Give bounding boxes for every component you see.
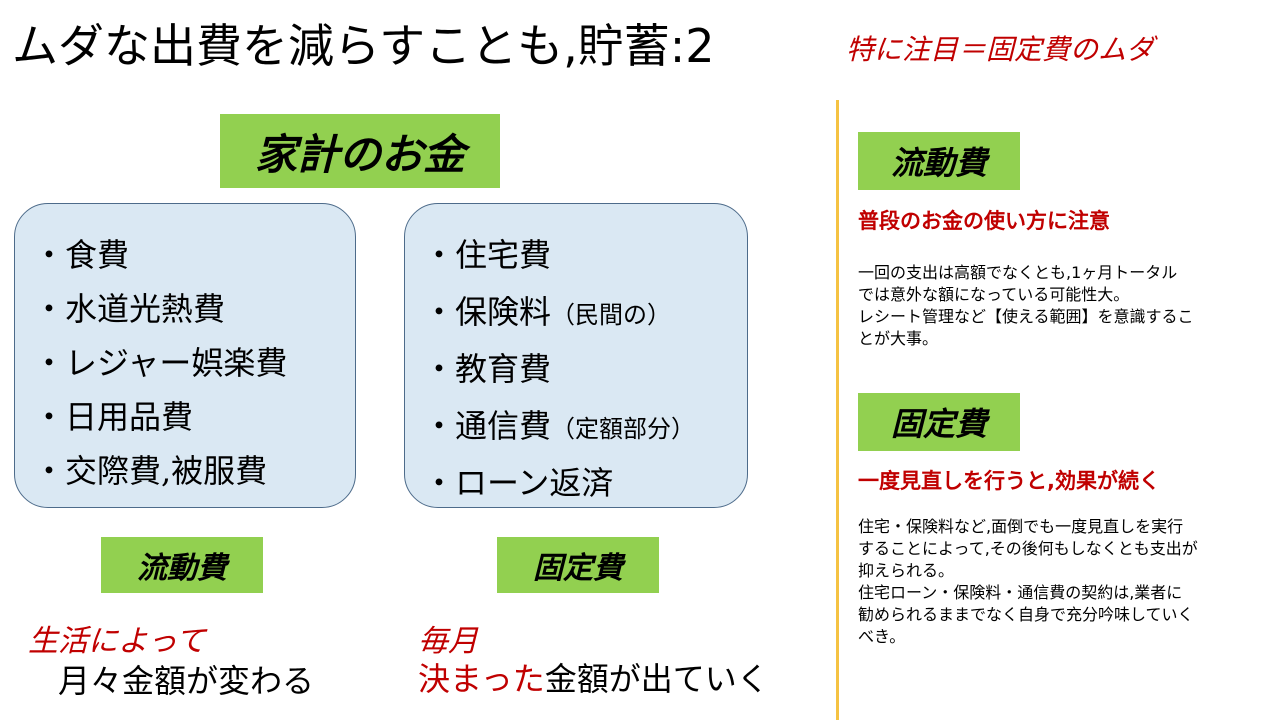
body-line: 一回の支出は高額でなくとも,1ヶ月トータル [858, 263, 1178, 282]
body-line: 勧められるままでなく自身で充分吟味していく [858, 605, 1194, 624]
item-text: ローン返済 [455, 464, 614, 502]
body-line: レシート管理など【使える範囲】を意識するこ [858, 307, 1194, 326]
item-note: （定額部分） [551, 415, 696, 443]
bullet-icon: ・ [33, 344, 66, 382]
body-line: とが大事。 [858, 329, 939, 348]
item-text: 通信費 [455, 407, 552, 445]
body-line: 住宅ローン・保険料・通信費の契約は,業者に [858, 583, 1183, 602]
bullet-icon: ・ [33, 452, 66, 490]
body-line: 抑えられる。 [858, 561, 955, 580]
variable-desc-line2: 月々金額が変わる [58, 662, 315, 700]
bullet-icon: ・ [33, 398, 66, 436]
bullet-icon: ・ [423, 464, 456, 502]
page-title: ムダな出費を減らすことも,貯蓄:2 [12, 19, 715, 73]
list-item: ・保険料（民間の） [423, 285, 747, 342]
body-line: べき。 [858, 627, 906, 646]
item-text: レジャー娯楽費 [65, 344, 288, 382]
item-text: 住宅費 [455, 236, 552, 274]
list-item: ・食費 [33, 228, 355, 282]
side-fixed-heading: 一度見直しを行うと,効果が続く [858, 469, 1160, 493]
list-item: ・水道光熱費 [33, 282, 355, 336]
body-line: では意外な額になっている可能性大。 [858, 285, 1130, 304]
fixed-desc-line1: 毎月 [418, 624, 478, 659]
item-text: 交際費,被服費 [65, 452, 268, 490]
household-money-label: 家計のお金 [220, 114, 500, 188]
list-item: ・住宅費 [423, 228, 747, 285]
variable-desc-line1: 生活によって [28, 624, 206, 659]
list-item: ・交際費,被服費 [33, 444, 355, 498]
fixed-costs-box: ・住宅費 ・保険料（民間の） ・教育費 ・通信費（定額部分） ・ローン返済 [404, 203, 748, 508]
vertical-divider [836, 100, 839, 720]
list-item: ・教育費 [423, 342, 747, 399]
fixed-desc-rest: 金額が出ていく [544, 660, 769, 698]
list-item: ・ローン返済 [423, 456, 747, 513]
body-line: 住宅・保険料など,面倒でも一度見直しを実行 [858, 517, 1184, 536]
bullet-icon: ・ [423, 350, 456, 388]
side-variable-label: 流動費 [858, 132, 1020, 190]
list-item: ・日用品費 [33, 390, 355, 444]
variable-costs-box: ・食費 ・水道光熱費 ・レジャー娯楽費 ・日用品費 ・交際費,被服費 [14, 203, 356, 508]
side-fixed-body: 住宅・保険料など,面倒でも一度見直しを実行 することによって,その後何もしなくと… [858, 516, 1268, 648]
item-text: 日用品費 [65, 398, 194, 436]
bullet-icon: ・ [423, 293, 456, 331]
side-fixed-label: 固定費 [858, 393, 1020, 451]
variable-costs-label: 流動費 [101, 537, 263, 593]
bullet-icon: ・ [423, 407, 456, 445]
page-subtitle: 特に注目＝固定費のムダ [846, 33, 1155, 66]
side-variable-body: 一回の支出は高額でなくとも,1ヶ月トータル では意外な額になっている可能性大。 … [858, 262, 1268, 350]
list-item: ・レジャー娯楽費 [33, 336, 355, 390]
item-text: 保険料 [455, 293, 552, 331]
item-note: （民間の） [551, 301, 672, 329]
bullet-icon: ・ [33, 236, 66, 274]
fixed-costs-label: 固定費 [497, 537, 659, 593]
bullet-icon: ・ [423, 236, 456, 274]
fixed-desc-line2: 決まった金額が出ていく [418, 654, 769, 700]
body-line: することによって,その後何もしなくとも支出が [858, 539, 1198, 558]
bullet-icon: ・ [33, 290, 66, 328]
item-text: 教育費 [455, 350, 552, 388]
side-variable-heading: 普段のお金の使い方に注意 [858, 209, 1110, 233]
item-text: 食費 [65, 236, 130, 274]
fixed-costs-list: ・住宅費 ・保険料（民間の） ・教育費 ・通信費（定額部分） ・ローン返済 [405, 204, 747, 513]
fixed-desc-highlight: 決まった [418, 660, 545, 698]
item-text: 水道光熱費 [65, 290, 226, 328]
list-item: ・通信費（定額部分） [423, 399, 747, 456]
variable-costs-list: ・食費 ・水道光熱費 ・レジャー娯楽費 ・日用品費 ・交際費,被服費 [15, 204, 355, 498]
